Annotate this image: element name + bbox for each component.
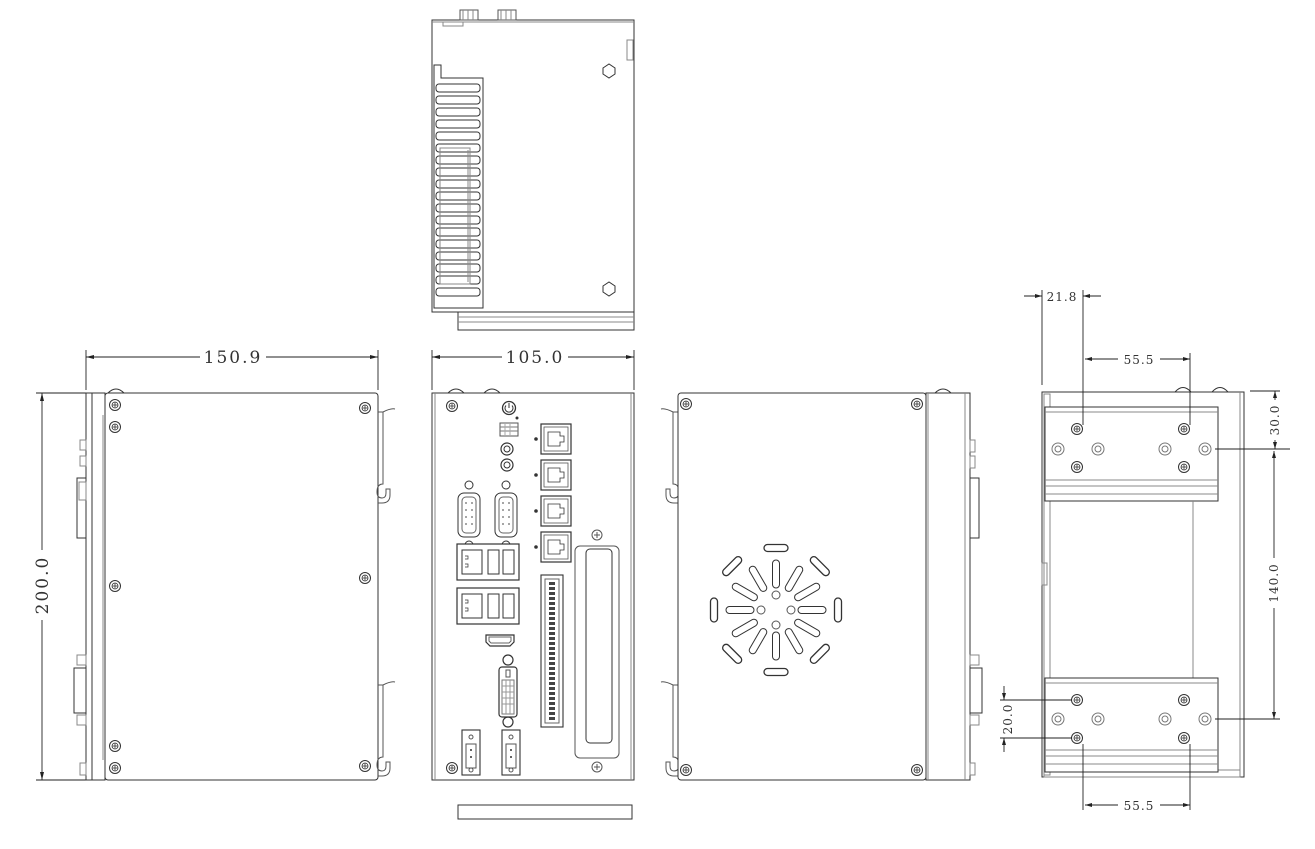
- dimension-hole-spacing-top: 55.5: [1085, 353, 1191, 425]
- front-io-view: [431, 388, 635, 820]
- hdmi-port-icon: [485, 634, 515, 647]
- hex-nut-icon: [602, 63, 616, 79]
- hole-vertical-spacing-label: 20.0: [1001, 704, 1015, 735]
- dimension-top-bracket-offset: 30.0: [1215, 390, 1290, 450]
- top-view: [431, 9, 635, 331]
- dimension-height: 200.0: [33, 392, 86, 781]
- dimension-hole-vertical-spacing: 20.0: [1000, 686, 1072, 752]
- right-side-view: [660, 388, 983, 781]
- expansion-slot-icon: [574, 529, 620, 773]
- heatsink-fins: [435, 83, 481, 297]
- fan-vent-icon: [709, 543, 843, 677]
- dimension-hole-spacing-bottom: 55.5: [1082, 744, 1191, 813]
- din-offset-label: 21.8: [1047, 290, 1078, 304]
- height-label: 200.0: [33, 556, 53, 615]
- dimension-width: 105.0: [431, 348, 635, 390]
- power-connector-icon: [461, 729, 521, 776]
- terminal-block-icon: [540, 574, 564, 728]
- audio-jack-icon: [500, 442, 514, 472]
- power-button-icon: [501, 400, 519, 420]
- dvi-port-icon: [498, 654, 518, 728]
- dimension-din-offset: 21.8: [1024, 290, 1101, 425]
- hole-spacing-bottom-label: 55.5: [1124, 799, 1155, 813]
- dimension-bracket-spacing: 140.0: [1215, 451, 1281, 720]
- top-bracket-offset-label: 30.0: [1268, 405, 1282, 436]
- width-label: 105.0: [506, 348, 565, 368]
- left-side-view: [73, 388, 396, 781]
- dimension-depth: 150.9: [85, 348, 379, 390]
- depth-label: 150.9: [204, 348, 263, 368]
- hex-nut-icon: [602, 281, 616, 297]
- bracket-spacing-label: 140.0: [1267, 563, 1281, 602]
- rear-din-mount-view: 21.8 55.5 55.5 30.: [1000, 290, 1290, 813]
- hole-spacing-top-label: 55.5: [1124, 353, 1155, 367]
- top-mounting-bracket: [1044, 406, 1219, 502]
- bottom-mounting-bracket: [1044, 677, 1219, 773]
- led-indicator-icon: [499, 422, 519, 437]
